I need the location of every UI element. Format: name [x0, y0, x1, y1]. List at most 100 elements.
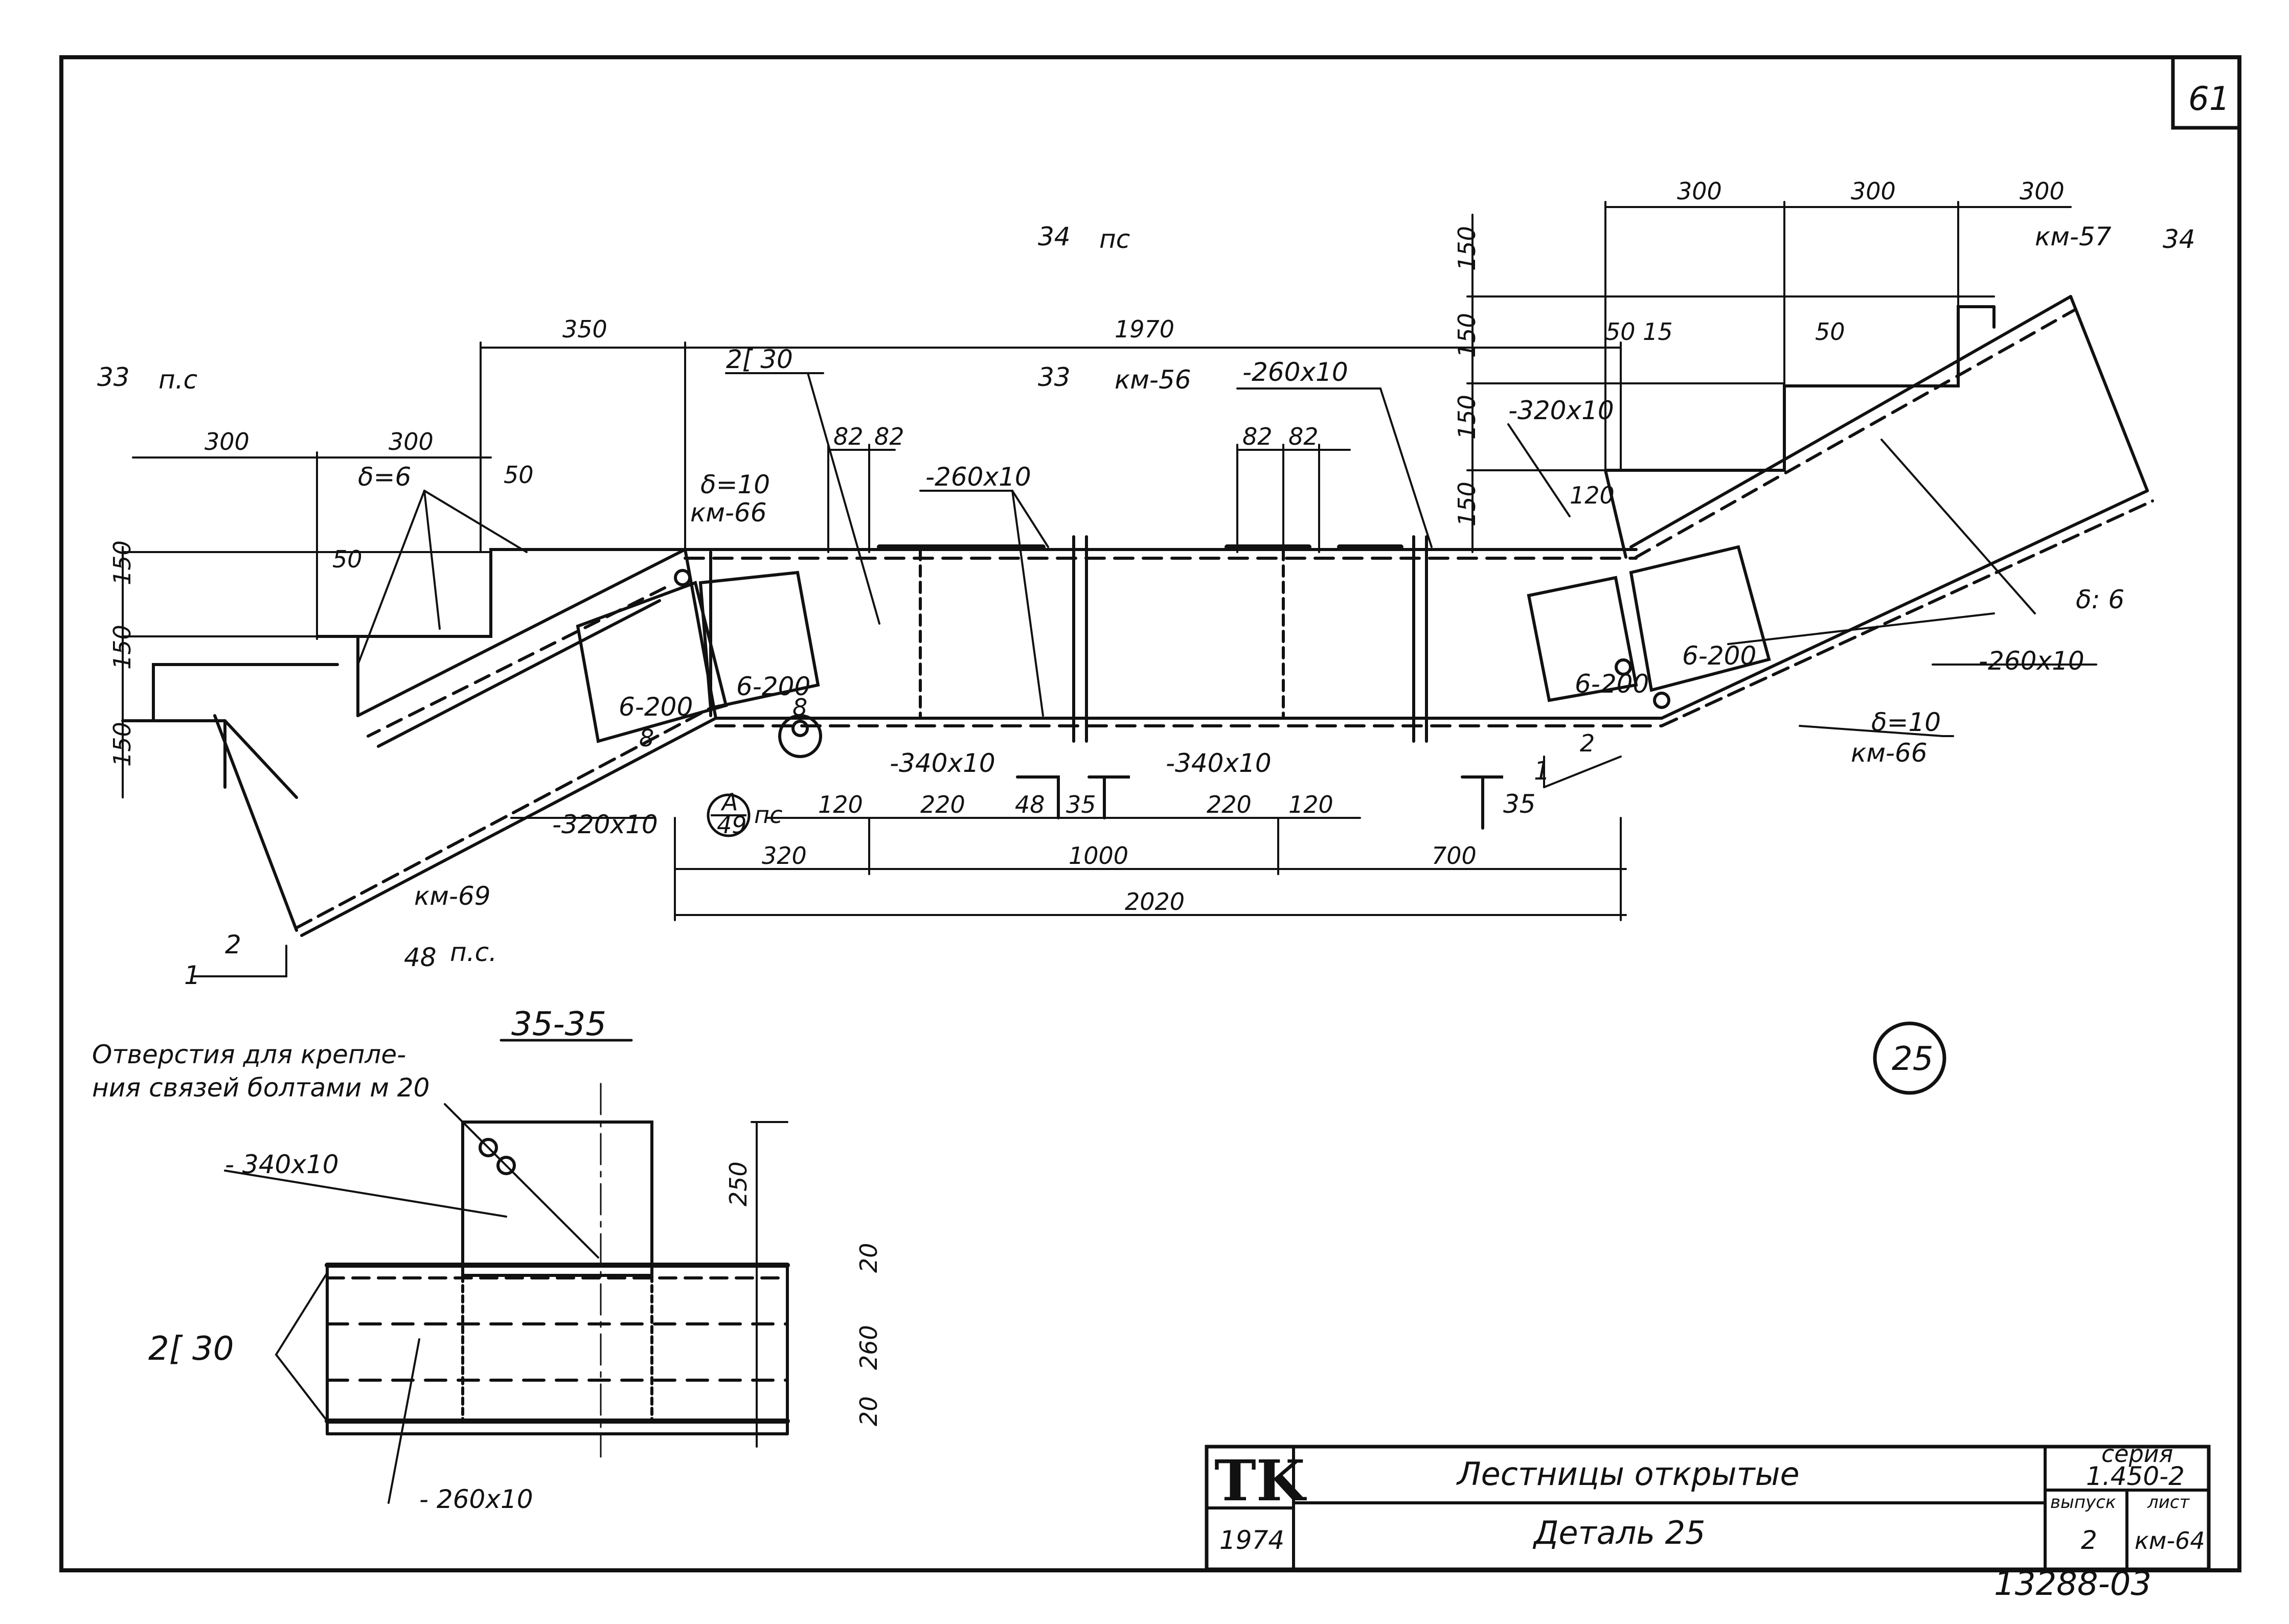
- label-delta6-left: δ=6: [358, 462, 411, 492]
- label-weld-4: 6-200: [1682, 641, 1756, 671]
- label-weld-1: 6-200: [619, 692, 693, 722]
- section-title: 35-35: [511, 1005, 606, 1043]
- section-dim-250: 250: [724, 1161, 752, 1206]
- landing-beam: [684, 535, 1663, 743]
- dim-vert-right-3: 150: [1453, 395, 1481, 440]
- dim-sub-220-right: 220: [1207, 791, 1252, 818]
- title-block-year: 1974: [1219, 1525, 1284, 1555]
- label-delta6-right: δ: 6: [2076, 585, 2124, 614]
- section-34-top-ref: пс: [1099, 224, 1130, 254]
- node-a-ref: 49: [717, 811, 747, 839]
- t-section-marks: [674, 569, 1670, 830]
- label-48-ref: п.с.: [450, 937, 497, 967]
- label-120-right: 120: [1570, 482, 1615, 509]
- leader-lines: [357, 372, 2097, 819]
- dim-right-50-15: 50 15: [1605, 318, 1673, 346]
- dim-82-3: 82: [1242, 423, 1273, 450]
- title-block-title: Лестницы открытые: [1456, 1455, 1800, 1493]
- series-label: серия: [2101, 1440, 2173, 1468]
- sheet-label: лист: [2147, 1492, 2190, 1513]
- label-plate-260-left: -260x10: [925, 462, 1031, 492]
- right-stringer: [1660, 295, 2154, 727]
- dim-left-300-2: 300: [389, 428, 434, 455]
- dim-chain-700: 700: [1432, 842, 1477, 870]
- dim-chain-1000: 1000: [1069, 842, 1128, 870]
- section-plate-260: - 260x10: [419, 1484, 533, 1514]
- right-stair-flight: [1604, 295, 2077, 559]
- dim-sub-220-left: 220: [920, 791, 965, 818]
- section-33-left: 33: [97, 362, 130, 392]
- sheet-frame: [59, 55, 2241, 1572]
- dim-top-300-1: 300: [1677, 177, 1722, 205]
- section-33-left-ref: п.с: [158, 365, 197, 395]
- title-block-logo: TK: [1214, 1448, 1307, 1514]
- section-34-right: 34: [2163, 224, 2195, 254]
- dim-sub-120-right: 120: [1288, 791, 1333, 818]
- node-a-letter: A: [720, 788, 738, 816]
- slope-right-1: 1: [1534, 756, 1550, 786]
- label-delta10-right-ref: км-66: [1851, 738, 1928, 768]
- label-weld-8b: 8: [792, 694, 807, 721]
- dim-82-2: 82: [874, 423, 904, 450]
- dim-total-2020: 2020: [1125, 888, 1185, 916]
- label-weld-3: 6-200: [1575, 669, 1649, 699]
- dim-sub-120-left: 120: [818, 791, 863, 818]
- left-stair-flight: [121, 548, 687, 799]
- label-plate-320-left: -320x10: [552, 810, 658, 839]
- dim-vert-right-2: 150: [1453, 313, 1481, 358]
- section-34-top: 34: [1038, 222, 1071, 251]
- label-delta10-right: δ=10: [1871, 707, 1941, 737]
- dim-sub-48: 48: [1015, 791, 1045, 818]
- dim-chain-320: 320: [762, 842, 807, 870]
- dim-vert-left-3: 150: [108, 722, 136, 767]
- section-33-mid-ref: км-56: [1115, 365, 1191, 395]
- dim-vert-left-2: 150: [108, 625, 136, 670]
- label-km69: км-69: [414, 881, 491, 911]
- label-delta10-left-ref: км-66: [690, 498, 767, 528]
- title-block-subtitle: Деталь 25: [1532, 1514, 1705, 1551]
- section-35-right: 35: [1503, 789, 1536, 819]
- issue-value: 2: [2081, 1525, 2097, 1555]
- sheet-value: км-64: [2135, 1527, 2205, 1554]
- gusset-plates: [576, 545, 1771, 743]
- section-note-line-2: ния связей болтами м 20: [92, 1073, 429, 1103]
- dim-350: 350: [562, 315, 607, 343]
- dim-left-300-1: 300: [205, 428, 250, 455]
- label-channel: 2[ 30: [726, 345, 793, 374]
- title-block-frame: [1205, 1445, 2211, 1571]
- label-delta10-left: δ=10: [700, 470, 770, 499]
- dim-vert-right-1: 150: [1453, 226, 1481, 271]
- series-value: 1.450-2: [2086, 1461, 2185, 1491]
- label-plate-260-right: -260x10: [1979, 646, 2084, 676]
- section-35-35: [224, 1039, 790, 1504]
- dim-82-1: 82: [833, 423, 864, 450]
- label-plate-340-right: -340x10: [1166, 748, 1272, 778]
- slope-right-2: 2: [1580, 729, 1595, 757]
- archive-number: 13288-03: [1994, 1565, 2151, 1603]
- page-number: 61: [2188, 80, 2230, 118]
- dim-sub-35: 35: [1066, 791, 1096, 818]
- dim-right-50: 50: [1815, 318, 1845, 346]
- section-34-right-ref: км-57: [2035, 222, 2112, 251]
- section-channel: 2[ 30: [148, 1330, 234, 1368]
- issue-label: выпуск: [2050, 1492, 2116, 1513]
- dim-left-50a: 50: [504, 461, 534, 489]
- label-plate-260-top-mid: -260x10: [1242, 357, 1348, 387]
- section-dim-20-top: 20: [855, 1243, 882, 1273]
- slope-left-1: 1: [184, 960, 200, 990]
- dim-vert-left-1: 150: [108, 540, 136, 585]
- dim-top-300-3: 300: [2020, 177, 2065, 205]
- label-plate-340-left: -340x10: [890, 748, 995, 778]
- slope-markers: [193, 756, 1622, 977]
- dim-top-300-2: 300: [1851, 177, 1896, 205]
- main-view: [121, 201, 2154, 977]
- dim-1970: 1970: [1115, 315, 1174, 343]
- section-plate-340: - 340x10: [225, 1150, 339, 1179]
- dim-vert-right-4: 150: [1453, 482, 1481, 527]
- title-block: TK 1974 Лестницы открытые Деталь 25 сери…: [1214, 1440, 2205, 1555]
- label-48: 48: [404, 943, 437, 972]
- detail-number: 25: [1892, 1040, 1933, 1078]
- section-dim-20-bottom: 20: [855, 1396, 882, 1426]
- section-labels: 35-35 Отверстия для крепле- ния связей б…: [92, 1005, 882, 1514]
